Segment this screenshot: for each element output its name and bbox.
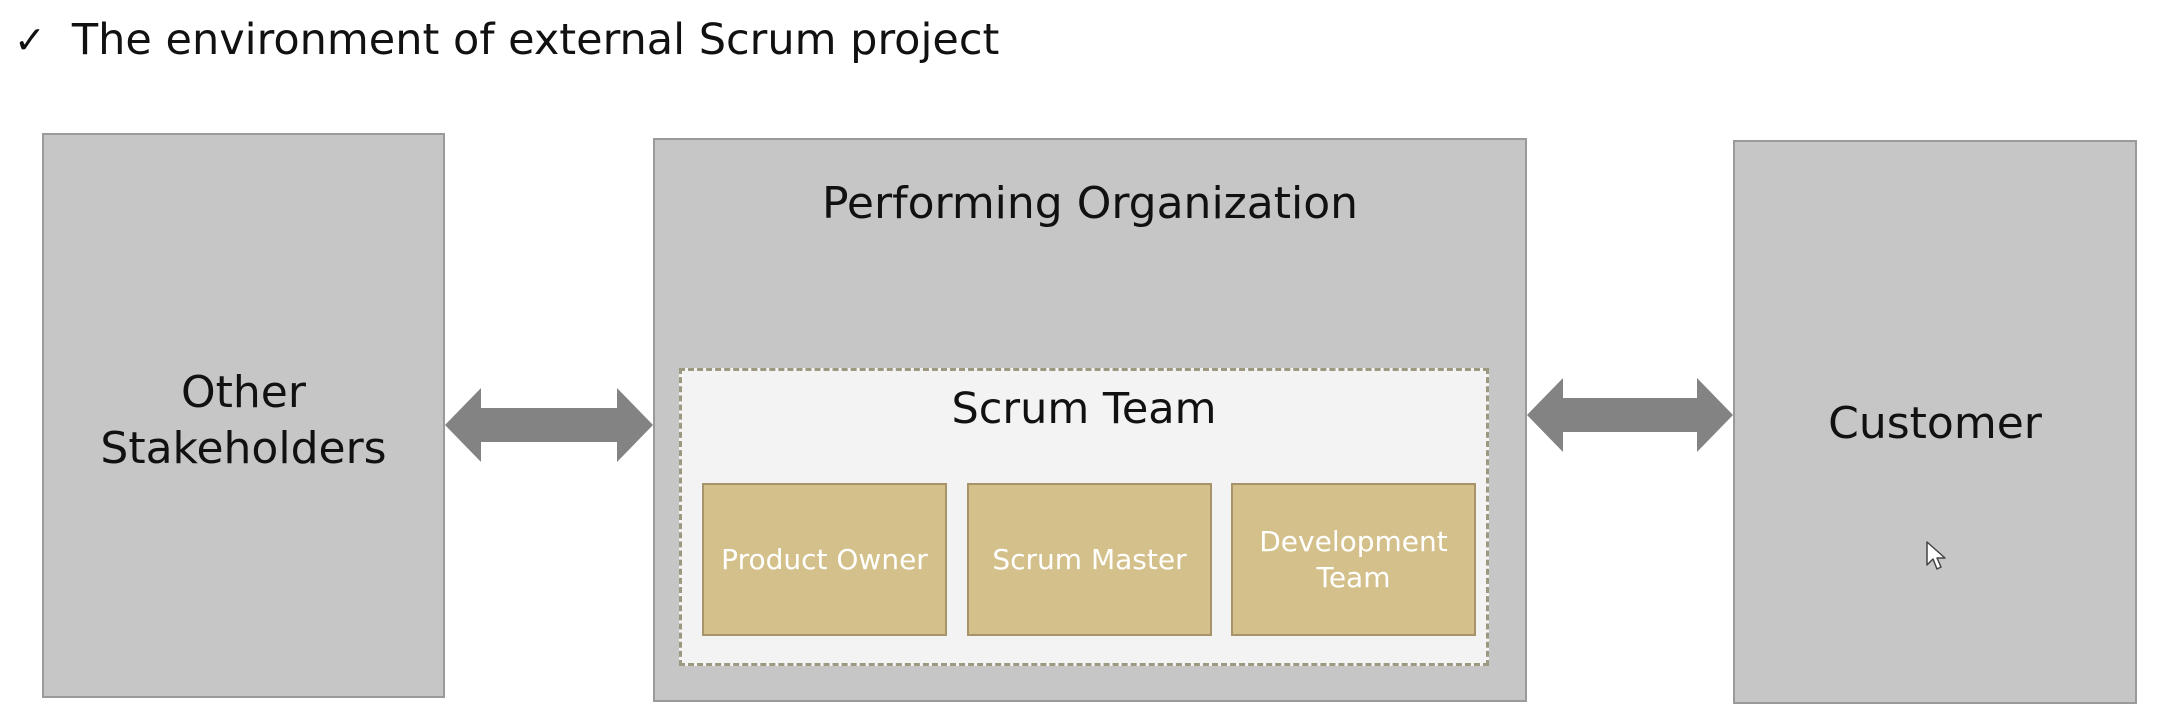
- performing-organization-box: Performing Organization Scrum Team Produ…: [653, 138, 1527, 702]
- product-owner-box: Product Owner: [702, 483, 947, 636]
- bidirectional-arrow-right: [1527, 378, 1733, 452]
- scrum-team-label: Scrum Team: [951, 384, 1217, 434]
- slide-heading: ✓ The environment of external Scrum proj…: [14, 10, 999, 70]
- heading-text: The environment of external Scrum projec…: [71, 15, 1000, 65]
- scrum-team-group: Scrum Team Product Owner Scrum Master De…: [679, 368, 1489, 666]
- development-team-box: Development Team: [1231, 483, 1476, 636]
- customer-box: Customer: [1733, 140, 2137, 704]
- other-stakeholders-label: Other Stakeholders: [100, 367, 387, 474]
- mouse-pointer-icon: [1926, 541, 1946, 570]
- scrum-master-box: Scrum Master: [967, 483, 1212, 636]
- performing-organization-label: Performing Organization: [821, 178, 1359, 229]
- customer-label: Customer: [1828, 398, 2042, 449]
- other-stakeholders-box: Other Stakeholders: [42, 133, 445, 698]
- bidirectional-arrow-left: [445, 388, 653, 462]
- checkmark-icon: ✓: [14, 18, 46, 62]
